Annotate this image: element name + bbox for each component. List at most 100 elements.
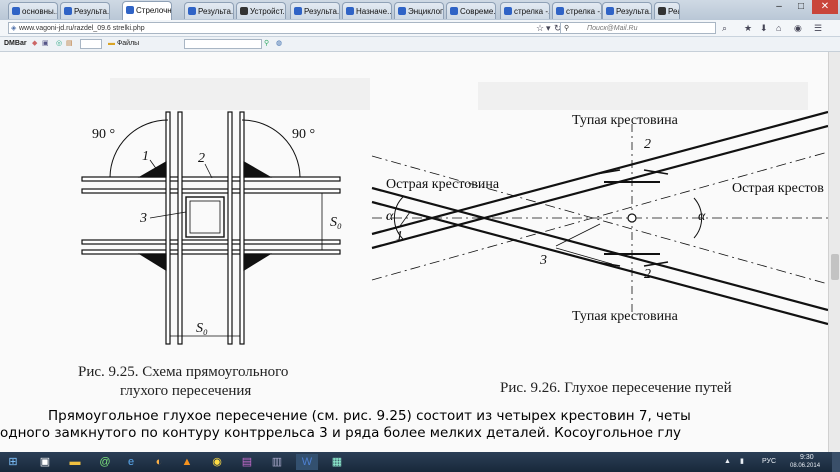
files-button[interactable]: ▬ Файлы: [108, 37, 139, 51]
maximize-button[interactable]: □: [797, 1, 805, 12]
home-icon[interactable]: ⌂: [776, 23, 782, 33]
callout-label: 1: [396, 229, 403, 244]
tab-label: стрелка -...: [514, 7, 550, 16]
tab-label: стрелка -...: [566, 7, 602, 16]
frog-label: Острая крестовина: [386, 177, 500, 192]
winrar-icon[interactable]: ▤: [241, 456, 253, 468]
download-icon[interactable]: ⬇: [760, 23, 768, 33]
wiki-icon: [504, 7, 512, 15]
toolbar-search-input[interactable]: [184, 39, 262, 49]
figure-caption: Рис. 9.25. Схема прямоугольного: [78, 364, 288, 380]
dmbar-toolbar: DMBar ◆ ▣ ◎ ▤ ▬ Файлы ⚲ ◍: [0, 37, 840, 52]
app-icon[interactable]: ◐: [155, 456, 163, 468]
site-icon: ◈: [11, 25, 17, 32]
address-url: www.vagoni-jd.ru/razdel_09.6 strelki.php: [19, 25, 145, 32]
wiki-icon: [12, 7, 20, 15]
paragraph-line: одного замкнутого по контуру контррельса…: [0, 425, 682, 441]
tab-label: Устройст...: [250, 7, 286, 16]
tab[interactable]: Результа...: [602, 2, 652, 19]
ie-icon[interactable]: e: [127, 456, 135, 468]
dropdown-arrow-icon[interactable]: ▾: [546, 23, 551, 33]
callout-label: 2: [644, 137, 651, 152]
tab-label: Результа...: [198, 7, 234, 16]
minimize-button[interactable]: –: [776, 1, 782, 12]
search-input[interactable]: ⚲ Поиск@Mail.Ru: [560, 22, 716, 34]
wiki-icon: [64, 7, 72, 15]
search-icon[interactable]: ⌕: [722, 23, 728, 33]
angle-label: 90 °: [292, 127, 315, 142]
menu-icon[interactable]: ☰: [814, 23, 823, 33]
wiki-icon: [606, 7, 614, 15]
tab[interactable]: Назначе...: [342, 2, 392, 19]
wiki-icon: [294, 7, 302, 15]
dimension-label: S₀: [196, 321, 208, 336]
frog-label: Тупая крестовина: [572, 309, 679, 324]
bookmarks-icon[interactable]: ★: [744, 23, 753, 33]
navigation-bar: ◈ www.vagoni-jd.ru/razdel_09.6 strelki.p…: [0, 20, 840, 37]
callout-label: 1: [142, 149, 149, 164]
tab-label: Результа...: [74, 7, 110, 16]
body-paragraph: Прямоугольное глухое пересечение (см. ри…: [0, 408, 828, 442]
toolbar-field[interactable]: [80, 39, 102, 49]
tab[interactable]: Энциклопед...: [394, 2, 444, 19]
tab-label: основны...: [22, 7, 58, 16]
tab[interactable]: стрелка -...: [552, 2, 602, 19]
tab[interactable]: Результа...: [290, 2, 340, 19]
frog-label: Тупая крестовина: [572, 113, 679, 128]
paragraph-line: Прямоугольное глухое пересечение (см. ри…: [48, 408, 691, 424]
tab[interactable]: стрелка -...: [500, 2, 550, 19]
page-content: 90 ° 90 ° 1 2 3 S₀ S₀ Рис. 9.25. Схема п…: [0, 52, 828, 452]
chrome-icon[interactable]: ◉: [212, 456, 222, 468]
show-desktop-button[interactable]: [832, 452, 840, 472]
close-button[interactable]: ✕: [812, 0, 838, 14]
frog-label: Острая крестов: [732, 181, 824, 196]
toolbar-icon[interactable]: ◎: [56, 40, 63, 47]
clock-date[interactable]: 08.06.2014: [790, 463, 821, 469]
tab-label: Назначе...: [356, 7, 392, 16]
page-icon: [126, 6, 134, 14]
tab[interactable]: Совреме...: [446, 2, 496, 19]
callout-label: 2: [644, 267, 651, 282]
start-icon[interactable]: ⊞: [8, 456, 18, 468]
tab[interactable]: Результа...: [184, 2, 234, 19]
addon-icon[interactable]: ◉: [794, 23, 802, 33]
toolbar-icon[interactable]: ▣: [42, 40, 49, 47]
vertical-scrollbar[interactable]: [828, 52, 840, 452]
figures-image: 90 ° 90 ° 1 2 3 S₀ S₀ Рис. 9.25. Схема п…: [78, 78, 828, 399]
explorer-icon[interactable]: ▣: [39, 456, 51, 468]
aimp-icon[interactable]: ▲: [181, 456, 193, 468]
toolbar-globe-icon[interactable]: ◍: [276, 40, 283, 47]
toolbar-icon[interactable]: ▤: [66, 40, 73, 47]
tab-label: Реа: [668, 7, 679, 16]
page-icon: [346, 7, 354, 15]
clock-time[interactable]: 9:30: [800, 454, 814, 461]
tray-flag-icon[interactable]: ▲: [724, 458, 731, 465]
language-indicator[interactable]: РУС: [762, 458, 777, 465]
page-icon: [398, 7, 406, 15]
screen-icon[interactable]: ▦: [331, 456, 343, 468]
folder-icon[interactable]: ▬: [69, 456, 81, 468]
dmbar-label[interactable]: DMBar: [4, 40, 27, 47]
sys-icon[interactable]: ▥: [271, 456, 283, 468]
angle-label: α: [698, 209, 706, 224]
wiki-icon: [450, 7, 458, 15]
tab[interactable]: Стрелочн...: [122, 1, 172, 20]
toolbar-search-icon[interactable]: ⚲: [264, 40, 270, 47]
tray-network-icon[interactable]: ▮: [740, 458, 744, 465]
scroll-thumb[interactable]: [831, 254, 839, 280]
tab[interactable]: Устройст...: [236, 2, 286, 19]
star-icon[interactable]: ☆: [536, 23, 545, 33]
callout-label: 2: [198, 151, 205, 166]
mail-icon[interactable]: @: [99, 456, 111, 468]
reload-icon[interactable]: ↻: [554, 23, 562, 33]
tab[interactable]: Результа...: [60, 2, 110, 19]
search-engine-icon: ⚲: [564, 25, 570, 32]
tab-label: Совреме...: [460, 7, 496, 16]
tab[interactable]: основны...: [8, 2, 58, 19]
tab[interactable]: Реа: [654, 2, 680, 19]
wiki-icon: [188, 7, 196, 15]
address-field[interactable]: ◈ www.vagoni-jd.ru/razdel_09.6 strelki.p…: [8, 22, 608, 34]
toolbar-icon[interactable]: ◆: [32, 40, 38, 47]
tab-label: Результа...: [616, 7, 652, 16]
word-icon[interactable]: W: [296, 454, 318, 470]
